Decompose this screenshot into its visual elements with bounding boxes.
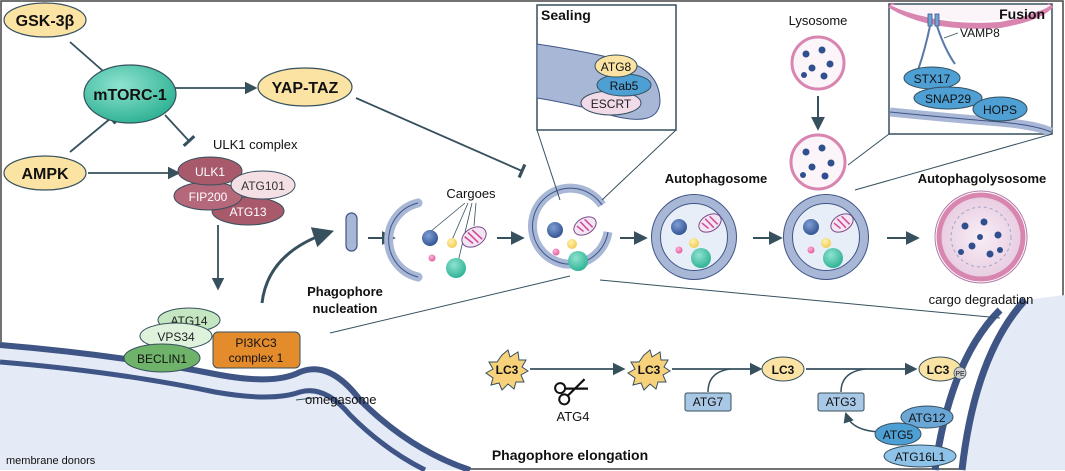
atg3-label: ATG3 [826, 395, 857, 409]
sealing-phagophore [527, 183, 613, 271]
membrane-donor-outer [0, 342, 471, 471]
atg12-oval [900, 405, 954, 429]
atg4-label: ATG4 [557, 409, 590, 424]
phagophore-cup-edge [388, 202, 419, 278]
escrt-label: ESCRT [591, 97, 632, 111]
cargo-pink [428, 254, 436, 262]
membrane-donor-inner [0, 359, 427, 471]
cell-membrane-region [962, 295, 1065, 470]
lc3-star-2 [627, 349, 671, 391]
omegasome-label: omegasome [305, 392, 377, 407]
gsk3b-label: GSK-3β [16, 13, 75, 30]
phagophore-cup [384, 198, 423, 282]
rab5-label: Rab5 [610, 79, 639, 93]
cargo-yellow [447, 238, 457, 248]
lc3-oval-3 [761, 356, 805, 382]
cargo-mitochondrion [461, 226, 487, 248]
ulk1-complex: ATG13 FIP200 ULK1 ATG101 [173, 156, 296, 226]
fusion-title: Fusion [999, 6, 1045, 22]
yaptaz-label: YAP-TAZ [272, 80, 339, 97]
atg16l1-oval [883, 444, 957, 468]
nucleation-arrow [260, 227, 334, 304]
scissors-icon [554, 378, 588, 406]
gsk3b-node: GSK-3β [3, 2, 87, 38]
ampk-node: AMPK [3, 155, 87, 191]
hops-label: HOPS [983, 103, 1017, 117]
atg3-curve [840, 368, 866, 393]
atg12-label: ATG12 [908, 411, 945, 425]
autophagolysosome [934, 190, 1028, 284]
lc3-label-3: LC3 [772, 363, 795, 377]
ampk-inhibits-mtorc1 [69, 111, 117, 153]
mtorc1-inhibits-ulk1 [164, 114, 196, 148]
sealing-inset: Sealing ESCRT Rab5 ATG8 [536, 4, 677, 131]
cargoes-label: Cargoes [446, 186, 496, 201]
lysosome-top [790, 35, 846, 91]
cell-membrane-inner [958, 297, 1028, 471]
autophagolysosome-label: Autophagolysosome [918, 171, 1047, 186]
mtorc1-label: mTORC-1 [93, 87, 167, 104]
pi3kc3-line2: complex 1 [229, 351, 284, 365]
sealing-title: Sealing [541, 7, 591, 23]
lysosome-label: Lysosome [789, 13, 848, 28]
nucleation-line2: nucleation [312, 301, 377, 316]
pe-tag [953, 366, 967, 380]
atg8-label: ATG8 [601, 60, 632, 74]
pe-label: PE [955, 371, 965, 378]
elongation-zoom-line-left [329, 275, 571, 334]
lysosome-mid [789, 133, 847, 191]
elongation-title: Phagophore elongation [492, 447, 648, 463]
atg16l1-label: ATG16L1 [895, 450, 946, 464]
autophagosome [651, 194, 737, 280]
yaptaz-node: YAP-TAZ [257, 67, 353, 107]
stx17-label: STX17 [914, 72, 951, 86]
atg3-box [817, 392, 865, 412]
mtorc1-node: mTORC-1 [83, 64, 177, 124]
fusion-zoom-line-left [847, 133, 890, 166]
lc3-label-4: LC3 [927, 363, 950, 377]
atg7-curve [707, 368, 731, 393]
ulk1-label: ULK1 [195, 165, 225, 179]
ampk-label: AMPK [21, 166, 69, 183]
cargo-degradation-label: cargo degradation [929, 292, 1034, 307]
atg7-box [684, 392, 732, 412]
fusion-inset: Fusion VAMP8 STX17 SNAP29 HOPS [888, 2, 1054, 137]
pi3kc3-line1: PI3KC3 [235, 336, 277, 350]
cargo-blue [422, 230, 438, 246]
elongation-zoom-line-right [599, 279, 1001, 319]
vps34-label: VPS34 [157, 330, 195, 344]
sealing-zoom-line-right [601, 129, 677, 201]
sealing-zoom-line-left [536, 129, 561, 201]
snap29-label: SNAP29 [925, 92, 971, 106]
fusing-autophagosome [783, 194, 869, 280]
cargo-teal [446, 258, 466, 278]
ulk1-complex-title: ULK1 complex [213, 137, 298, 152]
phagophore-seed [345, 212, 358, 252]
fusion-zoom-line-right [854, 133, 1053, 191]
pi3kc3-complex: ATG14 VPS34 BECLIN1 PI3KC3 complex 1 [123, 307, 301, 373]
atg101-label: ATG101 [241, 179, 285, 193]
beclin1-label: BECLIN1 [137, 352, 187, 366]
atg13-label: ATG13 [229, 205, 266, 219]
elongation-panel: LC3 ATG4 LC3 ATG7 LC3 ATG3 LC3 PE ATG12 … [485, 349, 967, 468]
fip200-label: FIP200 [189, 190, 228, 204]
atg5-oval [874, 422, 922, 446]
lc3-star-1 [485, 349, 529, 391]
vamp8-label: VAMP8 [960, 26, 1000, 40]
atg5-label: ATG5 [883, 428, 914, 442]
omegasome-pointer [295, 397, 314, 401]
membrane-donors-label: membrane donors [6, 455, 96, 467]
autophagosome-label: Autophagosome [665, 171, 768, 186]
lc3-label-1: LC3 [496, 363, 519, 377]
atg7-label: ATG7 [693, 395, 724, 409]
nucleation-line1: Phagophore [307, 284, 383, 299]
yaptaz-inhibits-sealing [355, 97, 527, 179]
lc3-label-2: LC3 [638, 363, 661, 377]
